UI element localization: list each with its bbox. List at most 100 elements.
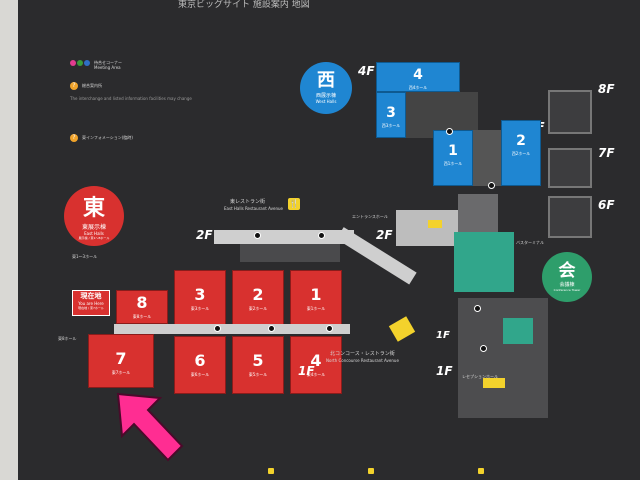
floor-label-restaurant-1f: 1F	[436, 330, 450, 341]
east-hall-4-num: 4	[310, 351, 322, 370]
board-title: 東京ビッグサイト 施設案内 地図	[178, 0, 310, 10]
tower-7f-block	[548, 148, 592, 188]
facility-dot	[474, 305, 481, 312]
bottom-legend-strip	[218, 464, 618, 480]
floor-label-tower-6f: 6F	[598, 198, 615, 212]
east-info-icon: ?	[70, 134, 78, 142]
conference-yellow-block	[483, 378, 505, 388]
conference-badge-name-en: Conference Tower	[553, 288, 581, 292]
east-badge-name: 東展示棟	[81, 224, 106, 231]
floor-map-board: 東京ビッグサイト 施設案内 地図 待合せコーナー Meeting Area ? …	[18, 0, 640, 480]
conference-base	[458, 298, 548, 418]
west-center-block	[473, 130, 501, 186]
you-are-here-sub: 現在地 / 東7ホール	[78, 306, 104, 310]
east-hall-6-num: 6	[194, 351, 206, 370]
legend-info-text: 総合案内所	[82, 83, 102, 88]
west-hall-1-label: 西1ホール	[443, 161, 463, 166]
facility-dot	[268, 325, 275, 332]
east-badge-name-en: East Halls	[84, 231, 104, 236]
east-hall-5: 5 東5ホール	[232, 336, 284, 394]
east-restaurant-label: 東レストラン街	[230, 199, 266, 205]
arrow-icon	[116, 392, 184, 462]
facility-dot	[480, 345, 487, 352]
west-hall-1-num: 1	[448, 143, 458, 159]
west-hall-4: 4 西4ホール	[376, 62, 460, 92]
east-hall-3: 3 東3ホール	[174, 270, 226, 326]
east-hall-7-num: 7	[115, 349, 127, 368]
facility-dot	[488, 182, 495, 189]
east-hall-5-num: 5	[252, 351, 264, 370]
west-hall-2-label: 西2ホール	[511, 151, 531, 156]
legend-note: The interchange and listed information f…	[70, 96, 192, 101]
east-upper-corridor	[214, 230, 354, 244]
facility-dot	[446, 128, 453, 135]
facility-dot	[214, 325, 221, 332]
west-hall-1: 1 西1ホール	[433, 130, 473, 186]
west-hall-3-label: 西3ホール	[381, 123, 401, 128]
reception-hall-label: レセプションホール	[462, 374, 498, 379]
west-badge-char: 西	[317, 70, 335, 91]
north-concourse-label-en: North Concourse Restaurant Avenue	[326, 358, 399, 363]
facility-dot	[318, 232, 325, 239]
bottom-legend-dot	[368, 468, 374, 474]
west-badge: 西 西展示棟 West Halls	[300, 62, 352, 114]
floor-label-east-1f: 1F	[298, 364, 315, 378]
west-hall-3-num: 3	[386, 105, 396, 121]
tower-6f-block	[548, 196, 592, 238]
floor-label-tower-7f: 7F	[598, 146, 615, 160]
east-hall-3-label: 東3ホール	[190, 306, 210, 311]
floor-label-center-2f: 2F	[376, 228, 393, 242]
east-hall-7-label: 東7ホール	[111, 370, 131, 375]
west-hall-3: 3 西3ホール	[376, 92, 406, 138]
east-badge-char: 東	[82, 196, 105, 221]
center-grey-block	[458, 194, 498, 232]
east-hall-8-num: 8	[136, 293, 148, 312]
east-hall-1-num: 1	[310, 285, 322, 304]
facility-dot	[326, 325, 333, 332]
conference-badge-char: 会	[558, 261, 576, 281]
conference-badge-name: 会議棟	[559, 282, 575, 288]
entrance-hall-label: エントランスホール	[352, 214, 388, 219]
bus-terminal-label: バスターミナル	[516, 240, 544, 245]
east-hall-6: 6 東6ホール	[174, 336, 226, 394]
east-hall-1-3-note: 東1〜3ホール	[72, 254, 98, 259]
east-hall-2: 2 東2ホール	[232, 270, 284, 326]
east-hall-8: 8 東8ホール	[116, 290, 168, 324]
entrance-yellow-block	[428, 220, 442, 228]
info-icon: ?	[70, 82, 78, 90]
west-badge-name-en: West Halls	[315, 99, 337, 104]
east-upper-shops	[240, 244, 340, 262]
east-hall-8-label: 東8ホール	[132, 314, 152, 319]
east-hall-1: 1 東1ホール	[290, 270, 342, 326]
you-are-here-jp: 現在地	[80, 292, 102, 300]
east-hall-5-label: 東5ホール	[248, 372, 268, 377]
legend-waiting-text: 待合せコーナー	[94, 60, 122, 65]
east-8-note: 東8ホール	[58, 336, 77, 341]
west-badge-name: 西展示棟	[315, 93, 336, 99]
east-hall-4: 4 東4ホール	[290, 336, 342, 394]
west-hall-4-num: 4	[413, 67, 423, 83]
north-yellow-block	[388, 316, 416, 342]
east-hall-4-label: 東4ホール	[306, 372, 326, 377]
floor-label-tower-8f: 8F	[598, 82, 615, 96]
west-hall-2: 2 西2ホール	[501, 120, 541, 186]
conference-badge: 会 会議棟 Conference Tower	[542, 252, 592, 302]
east-hall-1-label: 東1ホール	[306, 306, 326, 311]
floor-label-west-4f: 4F	[358, 64, 375, 78]
floor-label-east-2f: 2F	[196, 228, 213, 242]
east-hall-6-label: 東6ホール	[190, 372, 210, 377]
east-hall-2-num: 2	[252, 285, 264, 304]
restaurant-icon: 🍴	[288, 198, 300, 210]
facility-dot	[254, 232, 261, 239]
west-hall-2-num: 2	[516, 133, 526, 149]
legend-waiting-en: Meeting Area	[94, 65, 121, 70]
east-badge-sub: 展示棟 / 東1〜8ホール	[78, 236, 110, 240]
waiting-icon	[70, 60, 90, 66]
west-hall-4-label: 西4ホール	[408, 85, 428, 90]
east-hall-2-label: 東2ホール	[248, 306, 268, 311]
you-are-here-box: 現在地 You are Here 現在地 / 東7ホール	[72, 290, 110, 316]
east-badge: 東 東展示棟 East Halls 展示棟 / 東1〜8ホール	[64, 186, 124, 246]
entrance-teal-block	[454, 232, 514, 292]
you-are-here-en: You are Here	[78, 301, 104, 306]
bottom-legend-dot	[268, 468, 274, 474]
